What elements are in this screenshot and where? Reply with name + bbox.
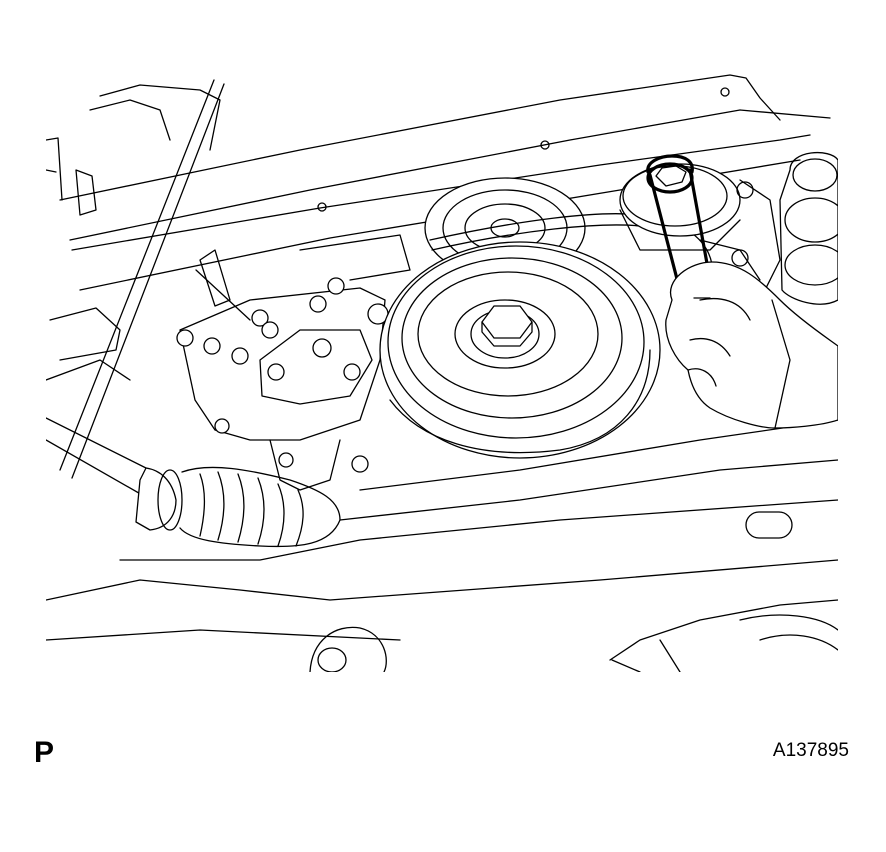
view-letter: P — [34, 736, 55, 769]
crankshaft-pulley-icon — [379, 241, 661, 459]
engine-frame-outline — [46, 74, 831, 291]
left-rod-assembly — [46, 79, 225, 479]
bracket-assembly — [176, 234, 411, 491]
engine-block-outline — [46, 419, 838, 672]
figure-id: A137895 — [772, 740, 849, 761]
drive-shaft-icon — [46, 417, 341, 548]
hand-icon — [665, 261, 838, 429]
right-engine-component — [739, 151, 838, 305]
